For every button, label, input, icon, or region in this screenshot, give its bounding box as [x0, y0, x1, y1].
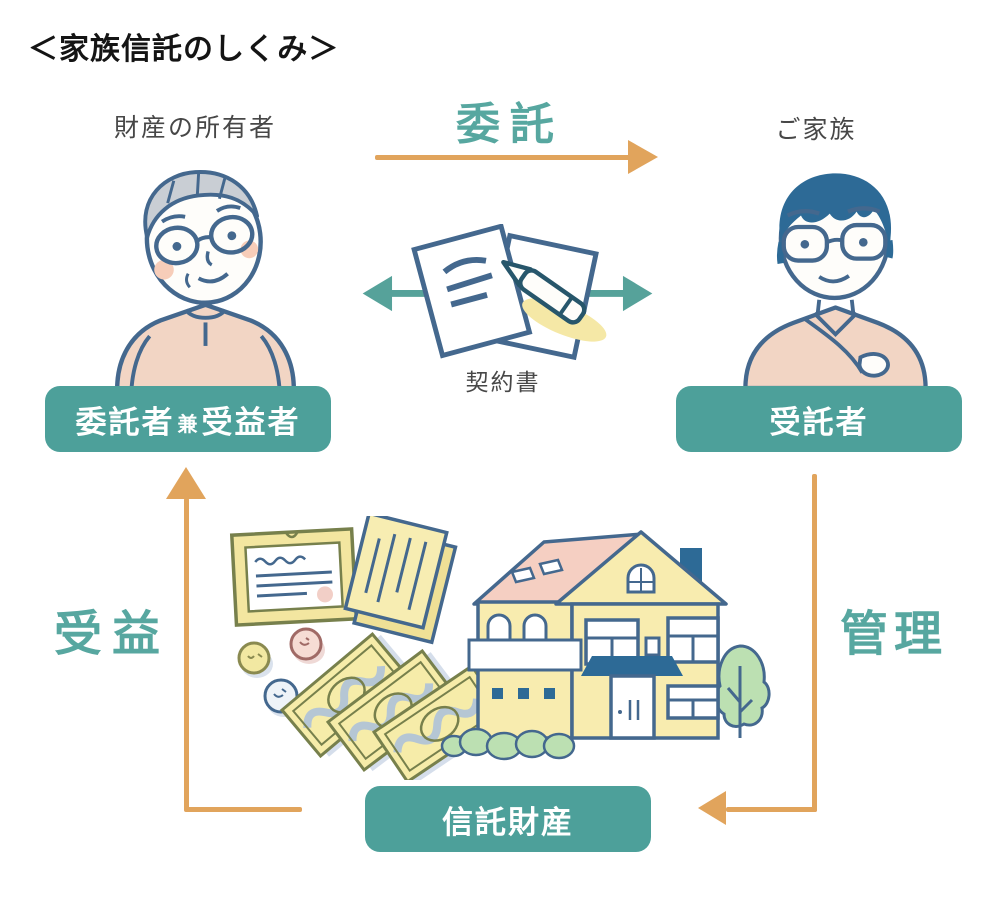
entrust-flow-label: 委託	[456, 99, 564, 150]
elderly-person-illustration	[115, 170, 296, 395]
manage-flow-label: 管理	[840, 606, 949, 662]
manage-arrow-head	[698, 791, 726, 825]
bushes-icon	[440, 727, 576, 761]
tree-icon	[714, 644, 771, 738]
settlor-label: 委託者	[75, 404, 175, 441]
entrust-arrow-head	[628, 140, 658, 174]
manage-arrow-vline	[812, 474, 817, 812]
pen-icon	[501, 259, 587, 325]
and-label: 兼	[177, 411, 199, 436]
trust-assets-illustration	[229, 516, 771, 780]
manage-arrow-hline	[726, 807, 817, 812]
family-label: ご家族	[775, 115, 857, 144]
family-member-illustration	[743, 173, 928, 388]
beneficiary-label: 受益者	[201, 404, 301, 441]
entrust-arrow-line	[375, 155, 631, 160]
page-title: ＜家族信託のしくみ＞	[28, 32, 340, 67]
trust-property-label: 信託財産	[442, 804, 574, 841]
trustee-label: 受託者	[769, 404, 869, 441]
contract-label: 契約書	[465, 370, 541, 396]
house-icon	[467, 530, 728, 740]
contract-papers-icon	[411, 224, 599, 361]
certificate-icon	[229, 527, 359, 627]
owner-label: 財産の所有者	[113, 113, 276, 142]
benefit-arrow-hline	[184, 807, 302, 812]
benefit-arrow-vline	[184, 498, 189, 810]
trustee-badge: 受託者	[676, 386, 962, 452]
benefit-flow-label: 受益	[54, 606, 171, 662]
benefit-arrow-head	[166, 467, 206, 499]
coins-icon	[237, 627, 325, 717]
trust-property-badge: 信託財産	[365, 786, 651, 852]
settlor-beneficiary-badge: 委託者兼受益者	[45, 386, 331, 452]
documents-icon	[343, 516, 458, 645]
contract-illustration	[362, 224, 653, 361]
